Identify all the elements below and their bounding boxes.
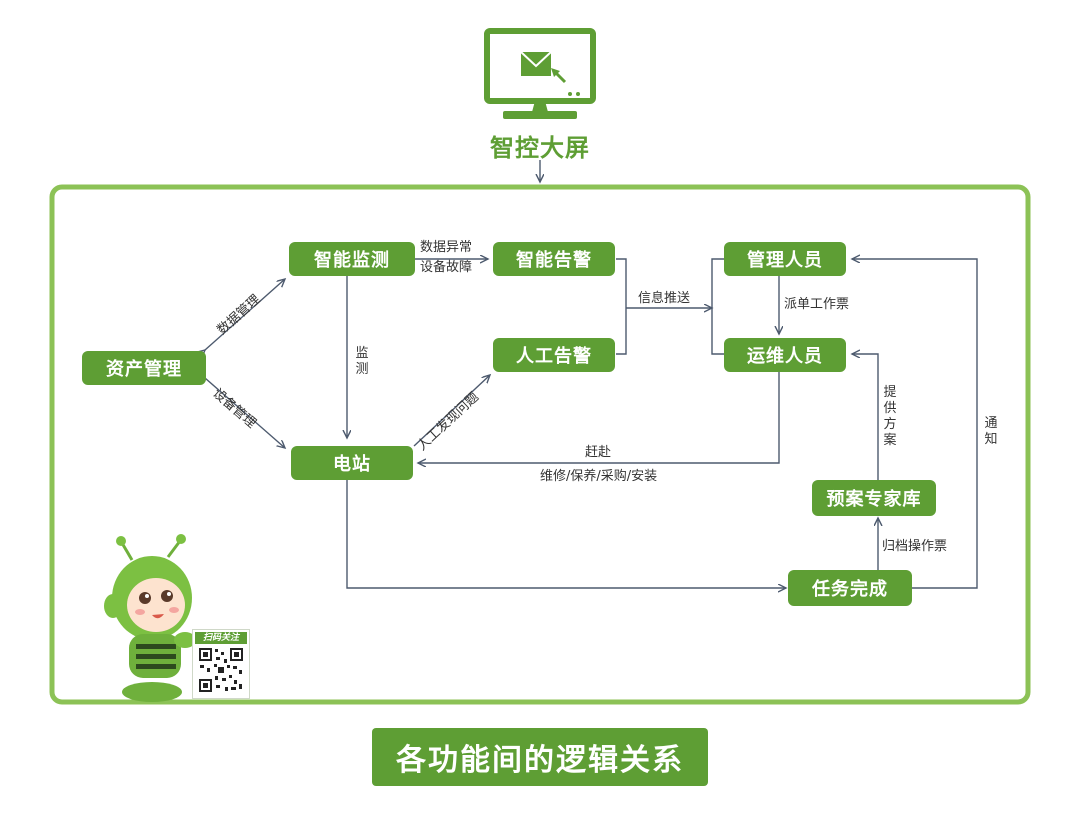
edge-ops-station: [418, 372, 780, 463]
edge-expert-ops: [852, 354, 879, 480]
diagram-frame: [49, 184, 1031, 705]
label-archive-ticket: 归档操作票: [882, 539, 948, 554]
label-device-fault: 设备故障: [420, 260, 473, 275]
edge-station-task: [346, 480, 786, 588]
footer-banner: 各功能间的逻辑关系: [372, 728, 708, 786]
node-manager: 管理人员: [724, 242, 846, 276]
node-manual-alarm: 人工告警: [493, 338, 615, 372]
label-provide-plan: 提供方案: [883, 385, 897, 448]
edge-task-manager: [852, 259, 978, 589]
qr-code-card[interactable]: 扫码关注: [192, 629, 250, 699]
qr-tag: 扫码关注: [195, 632, 247, 644]
node-task-complete: 任务完成: [788, 570, 912, 606]
edge-roles-bracket: [711, 258, 724, 355]
label-data-anomaly: 数据异常: [420, 240, 473, 255]
node-ops-staff: 运维人员: [724, 338, 846, 372]
screen-title: 智控大屏: [490, 134, 590, 162]
node-station: 电站: [291, 446, 413, 480]
mascot-illustration: [104, 534, 196, 702]
label-info-push: 信息推送: [638, 291, 691, 306]
label-monitoring: 监测: [355, 346, 369, 377]
label-rush-to: 赶赴: [585, 445, 612, 460]
monitor-screen-icon: [484, 28, 596, 119]
node-smart-alarm: 智能告警: [493, 242, 615, 276]
edge-asset-monitor: [205, 279, 285, 350]
node-expert-library: 预案专家库: [812, 480, 936, 516]
label-dispatch-ticket: 派单工作票: [784, 297, 850, 312]
edge-asset-station: [204, 377, 285, 448]
qr-code-icon: [198, 647, 244, 693]
label-notify: 通知: [984, 416, 998, 447]
label-work-types: 维修/保养/采购/安装: [540, 469, 658, 484]
node-smart-monitoring: 智能监测: [289, 242, 415, 276]
edge-station-manualalarm: [413, 375, 490, 447]
node-asset-management: 资产管理: [82, 351, 206, 385]
edge-alarms-bracket: [616, 258, 627, 355]
